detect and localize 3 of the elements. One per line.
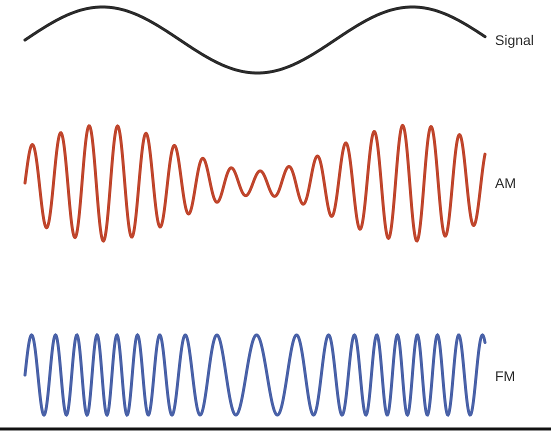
wave-label: AM: [495, 175, 516, 191]
wave-label: FM: [495, 368, 516, 384]
wave-label: Signal: [495, 32, 534, 48]
